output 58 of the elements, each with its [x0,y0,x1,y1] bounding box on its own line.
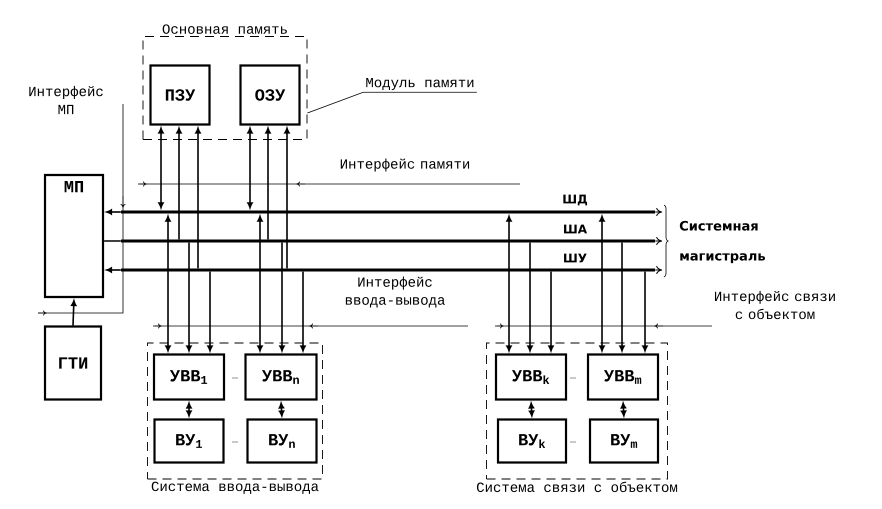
bus-connector [247,128,253,208]
block-box: ВУ$_{1}$ [153,418,225,464]
node-label: Система ввода-вывода [152,482,319,494]
bus-title: Системная магистраль [680,220,765,264]
bus-connector [186,242,192,352]
bus-connector [104,240,121,242]
ellipsis: … [232,441,238,443]
bus-connector [642,272,648,352]
node-label: Система связи с объектом [476,482,678,492]
arrow [186,402,192,416]
bus-connector [207,272,213,352]
bus-connector [506,216,512,352]
bus-connector [279,242,285,352]
bus-line [121,208,662,216]
bus-line [121,237,662,245]
bus-connector [158,128,164,208]
arrow [278,402,284,416]
callout-text: Модуль памяти [366,78,474,90]
ellipsis: … [232,377,238,379]
bus-connector [195,128,201,268]
interface-label: Интерфейс МП [29,86,103,114]
leader-line [307,92,478,114]
block-box: ОЗУ [239,64,301,126]
bus-name: ШД [563,194,588,206]
bus-connector [619,242,625,352]
block-box: ГТИ [44,325,102,401]
bus-line [121,266,662,274]
block-box: УВВ$_{n}$ [244,353,318,401]
interface-label: Интерфейс ввода-вывода [346,276,445,308]
bus-connector [106,267,121,273]
bus-connector [548,272,554,352]
block-box: ВУ$_{n}$ [246,418,318,464]
node-label: Основная память [162,24,287,34]
block-box: МП [44,174,104,298]
bus-connector [284,128,290,268]
bus-connector [599,216,605,352]
block-box: УВВ$_{1}$ [152,353,226,401]
arrow [70,300,77,326]
bus-connector [176,128,182,240]
bus-connector [300,272,306,352]
block-box: УВВ$_{m}$ [586,353,660,401]
interface-label: Интерфейс связи с объектом [714,290,835,320]
block-box: ВУ$_{m}$ [588,418,660,464]
bus-connector [257,216,263,352]
bus-name: ША [564,224,587,234]
arrow [528,402,534,416]
interface-label: Интерфейс памяти [340,158,470,172]
ellipsis: … [570,377,576,379]
bus-connector [265,128,271,240]
bus-name: ШУ [564,254,587,262]
ellipsis: … [570,441,576,443]
block-box: ВУ$_{k}$ [496,418,568,464]
block-box: ПЗУ [149,64,211,126]
bus-connector [106,209,121,215]
arrow [620,402,626,416]
bus-connector [527,242,533,352]
bus-connector [165,216,171,352]
block-box: УВВ$_{k}$ [494,353,568,401]
